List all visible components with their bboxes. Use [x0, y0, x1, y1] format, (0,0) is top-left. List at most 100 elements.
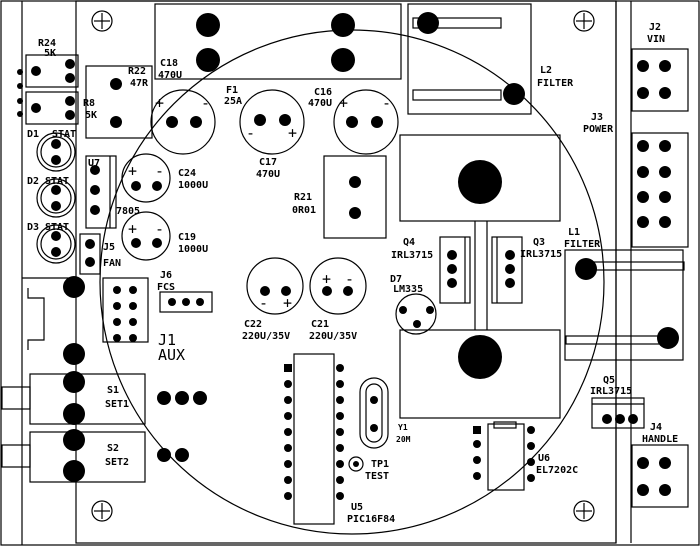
c21-ref-label: C21 [311, 319, 329, 330]
j2-value-label: VIN [647, 34, 665, 45]
d1-ref-label: D1 [27, 129, 39, 140]
c22-ref-label: C22 [244, 319, 262, 330]
jack-aux [27, 276, 85, 365]
c21-minus-mark: - [345, 270, 354, 288]
c22-minus-mark: - [259, 294, 268, 312]
c16-value-label: 470U [308, 98, 332, 109]
u7-value-label: 7805 [116, 206, 140, 217]
j2-ref-label: J2 [649, 22, 661, 33]
d3-ref-label: D3 [27, 222, 39, 233]
j4-ref-label: J4 [650, 422, 662, 433]
heatsink-upper [399, 134, 561, 222]
d2-ref-label: D2 [27, 176, 39, 187]
led-d3 [36, 224, 76, 264]
q4-ref-label: Q4 [403, 237, 415, 248]
c16-ref-label: C16 [314, 87, 332, 98]
testpoint-tp1 [348, 456, 364, 472]
j1-value-label: AUX [158, 346, 185, 364]
f1-value-label: 25A [224, 96, 242, 107]
capacitor-c21 [309, 257, 367, 315]
s1-value-label: SET1 [105, 399, 129, 410]
q4-value-label: IRL3715 [391, 250, 433, 261]
capacitor-c24 [121, 153, 171, 203]
r22-value-label: 47R [130, 78, 149, 89]
c24-ref-label: C24 [178, 168, 196, 179]
j3-ref-label: J3 [591, 112, 603, 123]
mounting-hole-bl [91, 500, 113, 522]
u5-ref-label: U5 [351, 502, 363, 513]
r21-value-label: 0R01 [292, 205, 316, 216]
c21-plus-mark: + [322, 270, 331, 288]
u7-ref-label: U7 [88, 158, 100, 169]
d2-stat-label: STAT [45, 176, 69, 187]
c16-minus-mark: - [382, 94, 391, 112]
l2-value-label: FILTER [537, 78, 574, 89]
r24-ref-label: R24 [38, 38, 56, 49]
c18-value-label: 470U [158, 70, 182, 81]
d7-ref-label: D7 [390, 274, 402, 285]
c16-plus-mark: + [339, 94, 348, 112]
transistor-q4 [439, 236, 471, 304]
j5-ref-label: J5 [103, 242, 115, 253]
connector-j3 [631, 132, 689, 248]
c19-value-label: 1000U [178, 244, 208, 255]
l2-ref-label: L2 [540, 65, 552, 76]
r8-ref-label: R8 [83, 98, 95, 109]
sensor-d7 [395, 293, 437, 335]
r21-ref-label: R21 [294, 192, 312, 203]
capacitor-c22 [246, 257, 304, 315]
led-d2 [36, 178, 76, 218]
inductor-l1 [564, 249, 685, 361]
heatsink-lower [399, 329, 561, 419]
l1-value-label: FILTER [564, 239, 601, 250]
resistor-r21 [323, 155, 387, 239]
capacitor-c19 [121, 211, 171, 261]
f1-ref-label: F1 [226, 85, 238, 96]
connector-j4 [631, 444, 689, 508]
c19-ref-label: C19 [178, 232, 196, 243]
crystal-y1 [359, 377, 389, 449]
c19-plus-mark: + [128, 220, 137, 238]
regulator-u7 [85, 155, 117, 229]
trimmer-r24 [17, 54, 79, 89]
c22-plus-mark: + [283, 294, 292, 312]
capacitor-c17 [239, 89, 305, 155]
q5-value-label: IRL3715 [590, 386, 632, 397]
c18-minus-mark: - [201, 94, 210, 112]
capacitor-c18 [150, 89, 216, 155]
c24-minus-mark: - [155, 162, 164, 180]
c24-value-label: 1000U [178, 180, 208, 191]
c17-value-label: 470U [256, 169, 280, 180]
connector-j2 [631, 48, 689, 112]
switch-s2 [1, 429, 189, 483]
led-d1 [36, 132, 76, 172]
transistor-q3 [491, 236, 523, 304]
connector-j1 [102, 277, 149, 343]
c18-plus-mark: + [155, 94, 164, 112]
u6-value-label: EL7202C [536, 465, 578, 476]
y1-ref-label: Y1 [398, 423, 408, 432]
l1-ref-label: L1 [568, 227, 580, 238]
r8-value-label: 5K [85, 110, 97, 121]
r22-ref-label: R22 [128, 66, 146, 77]
j4-value-label: HANDLE [642, 434, 678, 445]
capacitor-c16 [333, 89, 399, 155]
c18-ref-label: C18 [160, 58, 178, 69]
c24-plus-mark: + [128, 162, 137, 180]
resistor-r22 [85, 65, 153, 139]
s2-ref-label: S2 [107, 443, 119, 454]
connector-j5 [79, 233, 101, 275]
connector-j6 [159, 291, 213, 313]
q5-ref-label: Q5 [603, 375, 615, 386]
y1-value-label: 20M [396, 435, 411, 444]
q3-value-label: IRL3715 [520, 249, 562, 260]
j1-ref-label: J1 [158, 331, 176, 349]
d3-stat-label: STAT [45, 222, 69, 233]
u5-value-label: PIC16F84 [347, 514, 395, 525]
d7-value-label: LM335 [393, 284, 423, 295]
j3-value-label: POWER [583, 124, 614, 135]
c21-value-label: 220U/35V [309, 331, 357, 342]
c17-plus-mark: + [288, 124, 297, 142]
s2-value-label: SET2 [105, 457, 129, 468]
